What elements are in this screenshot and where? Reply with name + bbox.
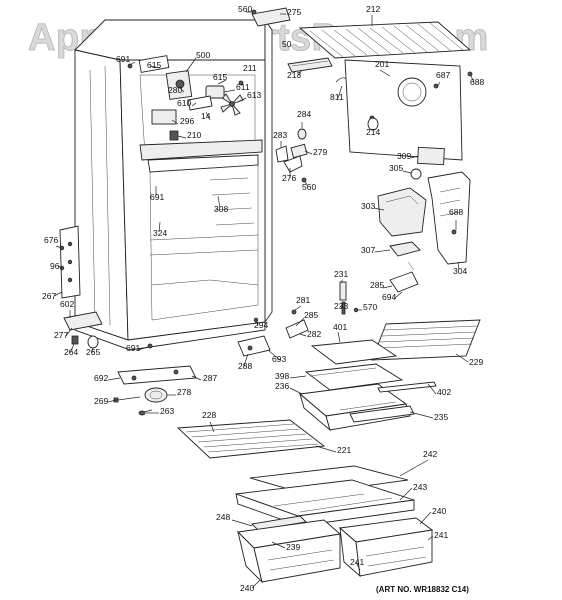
part-callout-264: 264 xyxy=(64,347,78,357)
part-callout-243: 243 xyxy=(413,482,427,492)
control-housing xyxy=(377,171,471,265)
part-callout-307: 307 xyxy=(361,245,375,255)
part-callout-240: 240 xyxy=(432,506,446,516)
part-callout-233: 233 xyxy=(334,301,348,311)
part-callout-610: 610 xyxy=(177,98,191,108)
part-callout-693: 693 xyxy=(272,354,286,364)
part-callout-402: 402 xyxy=(437,387,451,397)
part-callout-308: 308 xyxy=(214,204,228,214)
part-callout-212: 212 xyxy=(366,4,380,14)
part-callout-279: 279 xyxy=(313,147,327,157)
part-callout-283: 283 xyxy=(273,130,287,140)
part-callout-242: 242 xyxy=(423,449,437,459)
part-callout-236: 236 xyxy=(275,381,289,391)
part-callout-688: 688 xyxy=(449,207,463,217)
part-callout-694: 694 xyxy=(382,292,396,302)
part-callout-305: 305 xyxy=(389,163,403,173)
part-callout-560: 560 xyxy=(302,182,316,192)
part-callout-275: 275 xyxy=(287,7,301,17)
part-callout-500: 500 xyxy=(196,50,210,60)
part-callout-280: 280 xyxy=(168,85,182,95)
part-callout-303: 303 xyxy=(361,201,375,211)
control-label xyxy=(417,146,445,166)
part-callout-811: 811 xyxy=(330,92,344,102)
part-callout-50: 50 xyxy=(282,39,292,49)
part-callout-309: 309 xyxy=(397,151,411,161)
lower-wire-shelf xyxy=(176,419,326,459)
art-number: (ART NO. WR18832 C14) xyxy=(376,585,469,594)
part-callout-691: 691 xyxy=(116,54,130,64)
part-callout-278: 278 xyxy=(177,387,191,397)
part-callout-282: 282 xyxy=(307,329,321,339)
part-callout-304: 304 xyxy=(453,266,467,276)
part-callout-269: 269 xyxy=(94,396,108,406)
evaporator-cover xyxy=(344,59,463,161)
meat-pan xyxy=(298,381,437,432)
part-callout-96: 96 xyxy=(50,261,60,271)
part-callout-691: 691 xyxy=(126,343,140,353)
glass-shelf xyxy=(310,339,398,365)
part-callout-294: 294 xyxy=(254,320,268,330)
part-callout-240: 240 xyxy=(240,583,254,593)
part-callout-221: 221 xyxy=(337,445,351,455)
crisper-divider xyxy=(251,515,307,531)
freezer-components xyxy=(127,7,291,141)
part-callout-288: 288 xyxy=(238,361,252,371)
part-callout-211: 211 xyxy=(243,63,257,73)
hinge-parts xyxy=(59,225,153,349)
part-callout-267: 267 xyxy=(42,291,56,301)
leader-lines xyxy=(53,11,475,589)
part-callout-692: 692 xyxy=(94,373,108,383)
part-callout-676: 676 xyxy=(44,235,58,245)
part-callout-324: 324 xyxy=(153,228,167,238)
part-callout-401: 401 xyxy=(333,322,347,332)
part-callout-265: 265 xyxy=(86,347,100,357)
part-callout-281: 281 xyxy=(296,295,310,305)
part-callout-248: 248 xyxy=(216,512,230,522)
part-callout-201: 201 xyxy=(375,59,389,69)
part-callout-611: 611 xyxy=(236,82,250,92)
part-callout-296: 296 xyxy=(180,116,194,126)
part-callout-276: 276 xyxy=(282,173,296,183)
part-callout-241: 241 xyxy=(434,530,448,540)
part-callout-398: 398 xyxy=(275,371,289,381)
part-callout-570: 570 xyxy=(363,302,377,312)
part-callout-560: 560 xyxy=(238,4,252,14)
part-callout-615: 615 xyxy=(147,60,161,70)
part-callout-613: 613 xyxy=(247,90,261,100)
part-callout-14: 14 xyxy=(201,111,211,121)
part-callout-214: 214 xyxy=(366,127,380,137)
light-bulb xyxy=(297,128,307,140)
part-callout-228: 228 xyxy=(202,410,216,420)
part-callout-285: 285 xyxy=(304,310,318,320)
leveling-parts xyxy=(113,365,197,416)
part-callout-602: 602 xyxy=(60,299,74,309)
part-callout-615: 615 xyxy=(213,72,227,82)
part-callout-213: 213 xyxy=(287,70,301,80)
crisper-frame xyxy=(235,479,415,527)
part-callout-229: 229 xyxy=(469,357,483,367)
part-callout-284: 284 xyxy=(297,109,311,119)
crisper-drawers xyxy=(237,517,434,584)
part-callout-210: 210 xyxy=(187,130,201,140)
part-callout-688: 688 xyxy=(470,77,484,87)
light-shield xyxy=(287,57,333,73)
part-callout-235: 235 xyxy=(434,412,448,422)
part-callout-285: 285 xyxy=(370,280,384,290)
part-callout-277: 277 xyxy=(54,330,68,340)
part-callout-241: 241 xyxy=(350,557,364,567)
part-callout-687: 687 xyxy=(436,70,450,80)
part-callout-231: 231 xyxy=(334,269,348,279)
shelf-frame xyxy=(304,363,404,391)
control-plate xyxy=(389,241,421,257)
part-callout-287: 287 xyxy=(203,373,217,383)
part-callout-263: 263 xyxy=(160,406,174,416)
part-callout-239: 239 xyxy=(286,542,300,552)
part-callout-691: 691 xyxy=(150,192,164,202)
freezer-shelf xyxy=(298,21,472,59)
damper-knob xyxy=(367,117,379,131)
